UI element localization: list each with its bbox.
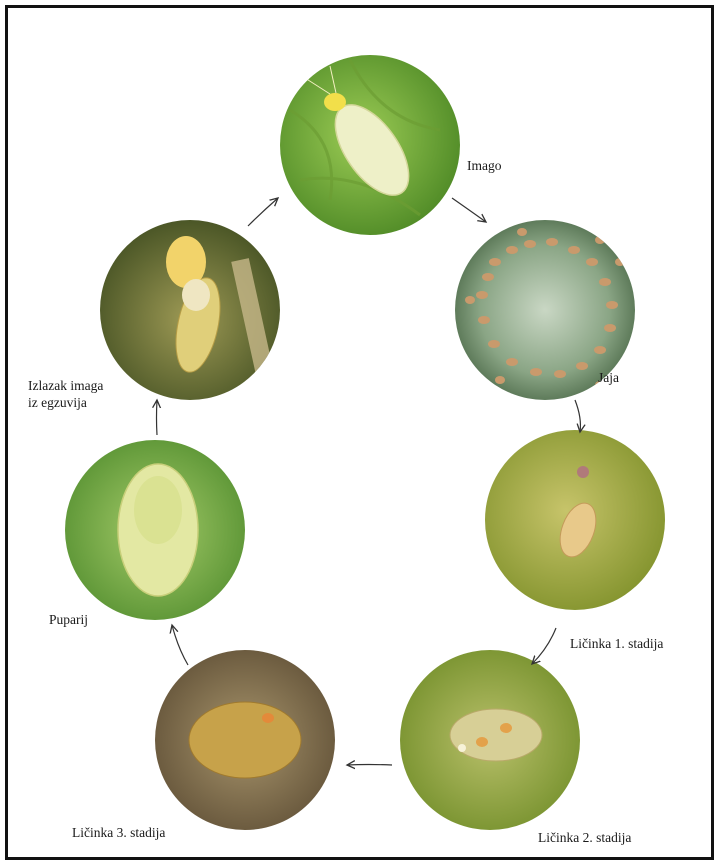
larva2-photo xyxy=(400,650,580,830)
stage-label-larva1: Ličinka 1. stadija xyxy=(570,635,663,652)
stage-label-emergence: Izlazak imaga iz egzuvija xyxy=(28,377,103,411)
stage-label-imago: Imago xyxy=(467,157,502,174)
larva1-photo xyxy=(485,430,665,610)
arrow-imago-to-eggs xyxy=(452,198,486,222)
arrow-eggs-to-larva1 xyxy=(575,400,580,432)
larva3-photo xyxy=(155,650,335,830)
imago-photo xyxy=(280,55,460,235)
arrow-larva3-to-puparium xyxy=(172,625,188,665)
arrow-emergence-to-imago xyxy=(248,198,278,226)
stage-label-emergence-line1: Izlazak imaga xyxy=(28,377,103,394)
puparium-photo xyxy=(65,440,245,620)
emergence-photo xyxy=(100,220,280,420)
stage-label-larva3: Ličinka 3. stadija xyxy=(72,824,165,841)
stage-label-larva2: Ličinka 2. stadija xyxy=(538,829,631,846)
arrow-larva2-to-larva3 xyxy=(347,765,392,766)
arrow-puparium-to-emergence xyxy=(157,400,158,435)
stage-label-emergence-line2: iz egzuvija xyxy=(28,394,103,411)
arrow-larva1-to-larva2 xyxy=(532,628,556,664)
stage-label-eggs: Jaja xyxy=(598,369,619,386)
stage-label-puparium: Puparij xyxy=(49,611,88,628)
